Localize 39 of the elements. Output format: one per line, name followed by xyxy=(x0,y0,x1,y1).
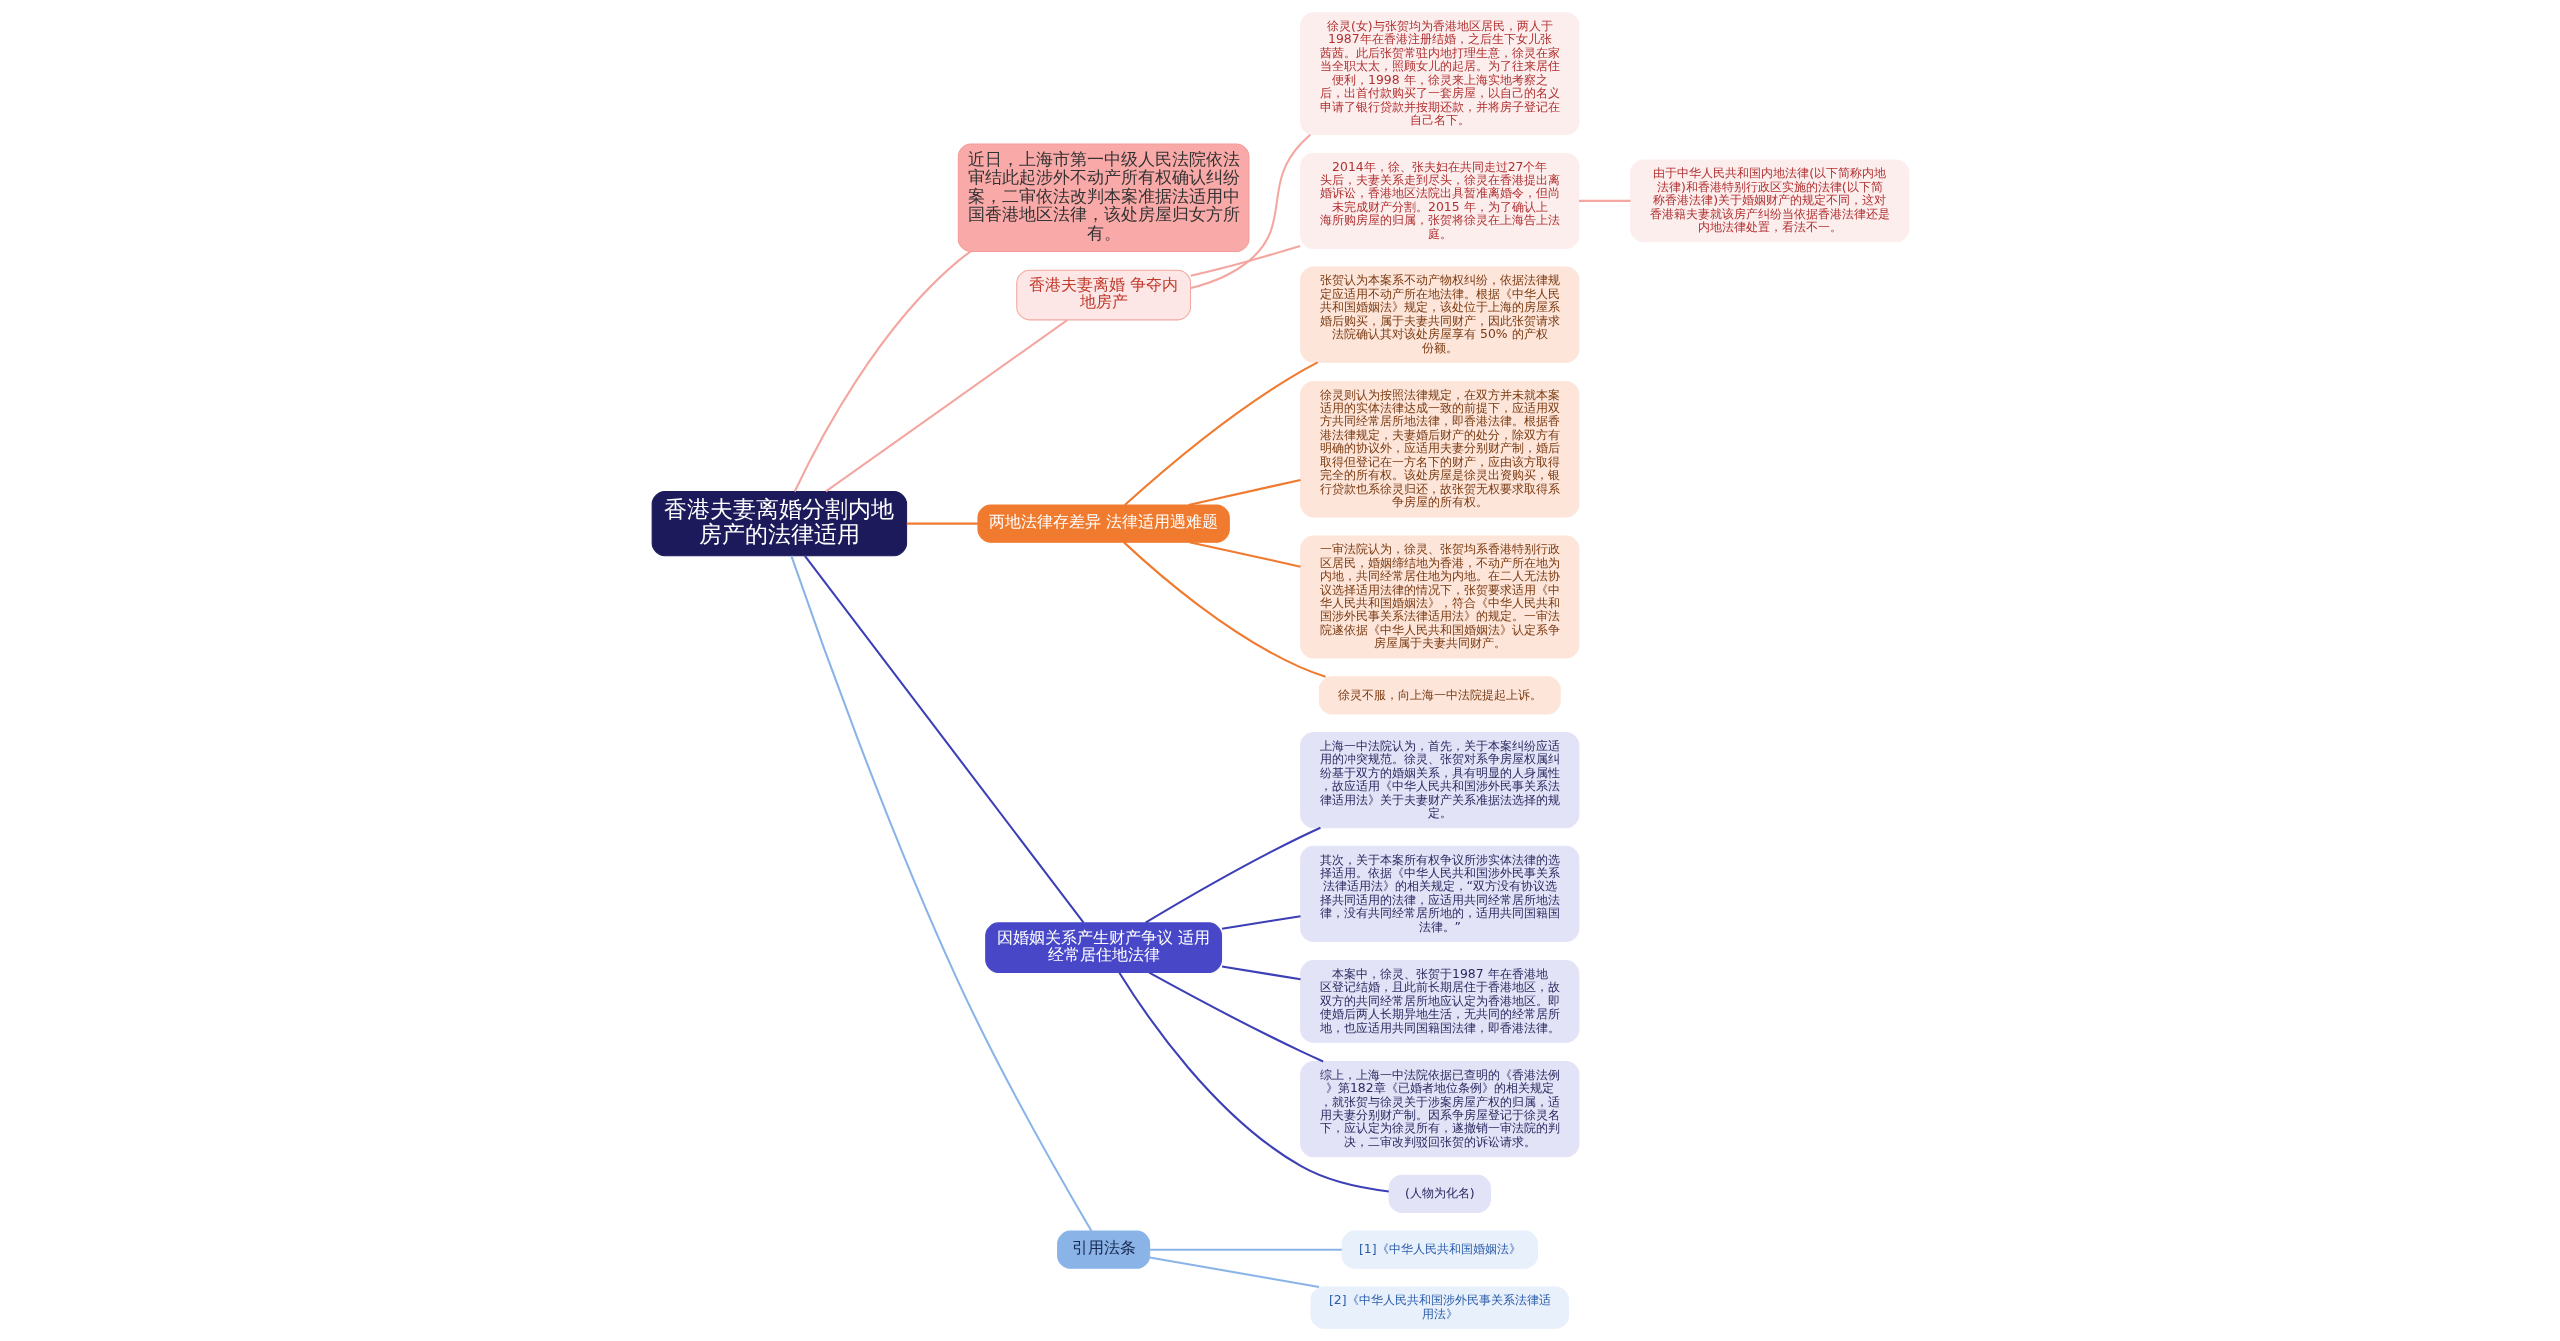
node-box: 香港夫妻离婚分割内地房产的法律适用 xyxy=(651,491,907,557)
node-box: 由于中华人民共和国内地法律(以下简称内地法律)和香港特别行政区实施的法律(以下简称香港法律)关于婚姻财产的规定不同，这对香港籍夫妻就该房产纠纷当依据香港法律还是内地法律处置，看法不一。 xyxy=(1629,159,1909,243)
connector xyxy=(1190,133,1311,290)
node-box: 张贺认为本案系不动产物权纠纷，依据法律规定应适用不动产所在地法律。根据《中华人民共和国婚姻法》规定，该处位于上海的房屋系婚后购买，属于夫妻共同财产，因此张贺请求法院确认其对该处房屋享有 50% 的产权份额。 xyxy=(1299,266,1579,363)
connector xyxy=(1149,1248,1342,1251)
node-box: [2]《中华人民共和国涉外民事关系法律适用法》 xyxy=(1310,1286,1569,1329)
node-box: 综上，上海一中法院依据已查明的《香港法例》第182章《已婚者地位条例》的相关规定，就张贺与徐灵关于涉案房屋产权的归属，适用夫妻分别财产制。因系争房屋登记于徐灵名下，应认定为徐灵所有，遂撤销一审法院的判决，二审改判驳回张贺的诉讼请求。 xyxy=(1299,1060,1579,1158)
node-box: 本案中，徐灵、张贺于1987 年在香港地区登记结婚，且此前长期居住于香港地区，故双方的共同经常居所地应认定为香港地区。即使婚后两人长期异地生活，无共同的经常居所地，也应适用共同国籍国法律，即香港法律。 xyxy=(1299,960,1579,1043)
connector xyxy=(906,522,978,525)
connector xyxy=(789,555,1092,1232)
node-box: 因婚姻关系产生财产争议 适用经常居住地法律 xyxy=(984,922,1222,974)
connector xyxy=(1221,915,1301,930)
node-box: 一审法院认为，徐灵、张贺均系香港特别行政区居民，婚姻缔结地为香港，不动产所在地为内地，共同经常居住地为内地。在二人无法协议选择适用法律的情况下，张贺要求适用《中华人民共和国婚姻法》，符合《中华人民共和国涉外民事关系法律适用法》的规定。一审法院遂依据《中华人民共和国婚姻法》认定系争房屋属于夫妻共同财产。 xyxy=(1299,535,1579,659)
node-box: [1]《中华人民共和国婚姻法》 xyxy=(1341,1230,1538,1269)
connector xyxy=(1187,478,1301,506)
node-box: 2014年，徐、张夫妇在共同走过27个年头后，夫妻关系走到尽头，徐灵在香港提出离婚诉讼，香港地区法院出具暂准离婚令，但尚未完成财产分割。2015 年，为了确认上海所购房屋的归属，张贺将徐灵在上海告上法庭。 xyxy=(1299,152,1579,249)
connector xyxy=(1123,361,1318,506)
node-box: 引用法条 xyxy=(1056,1230,1150,1269)
node-box: 上海一中法院认为，首先，关于本案纠纷应适用的冲突规范。徐灵、张贺对系争房屋权属纠纷基于双方的婚姻关系，具有明显的人身属性，故应适用《中华人民共和国涉外民事关系法律适用法》关于夫妻财产关系准据法选择的规定。 xyxy=(1299,732,1579,829)
node-box: 两地法律存差异 法律适用遇难题 xyxy=(976,504,1230,543)
connector xyxy=(1122,541,1326,678)
connector xyxy=(1118,972,1389,1193)
connector xyxy=(1190,245,1300,277)
node-box: 徐灵则认为按照法律规定，在双方并未就本案适用的实体法律达成一致的前提下，应适用双方共同经常居所地法律，即香港法律。根据香港法律规定，夫妻婚后财产的处分，除双方有明确的协议外，应适用夫妻分别财产制，婚后取得但登记在一方名下的财产，应由该方取得完全的所有权。该处房屋是徐灵出资购买，银行贷款也系徐灵归还，故张贺无权要求取得系争房屋的所有权。 xyxy=(1299,380,1579,518)
connector xyxy=(1148,971,1324,1063)
node-box: 徐灵不服，向上海一中法院提起上诉。 xyxy=(1318,676,1561,715)
connector xyxy=(803,555,1084,924)
node-box: 香港夫妻离婚 争夺内地房产 xyxy=(1015,269,1191,321)
connector xyxy=(1221,965,1301,981)
connector xyxy=(793,250,971,492)
node-box: 徐灵(女)与张贺均为香港地区居民，两人于1987年在香港注册结婚，之后生下女儿张茜茜。此后张贺常驻内地打理生意，徐灵在家当全职太太，照顾女儿的起居。为了往来居住便利，1998 年，徐灵来上海实地考察之后，出首付款购买了一套房屋，以自己的名义申请了银行贷款并按期还款，并将房子登记在自己名下。 xyxy=(1299,12,1579,136)
node-box: 近日，上海市第一中级人民法院依法审结此起涉外不动产所有权确认纠纷案，二审依法改判本案准据法适用中国香港地区法律，该处房屋归女方所有。 xyxy=(957,143,1249,253)
connector xyxy=(824,319,1068,493)
connector xyxy=(1149,1256,1319,1288)
connector xyxy=(1144,826,1321,924)
connector xyxy=(1188,541,1301,568)
connector xyxy=(1578,199,1630,202)
node-box: 其次，关于本案所有权争议所涉实体法律的选择适用。依据《中华人民共和国涉外民事关系法律适用法》的相关规定，“双方没有协议选择共同适用的法律，应适用共同经常居所地法律，没有共同经常居所地的，适用共同国籍国法律。” xyxy=(1299,845,1579,942)
node-box: (人物为化名) xyxy=(1388,1174,1491,1213)
